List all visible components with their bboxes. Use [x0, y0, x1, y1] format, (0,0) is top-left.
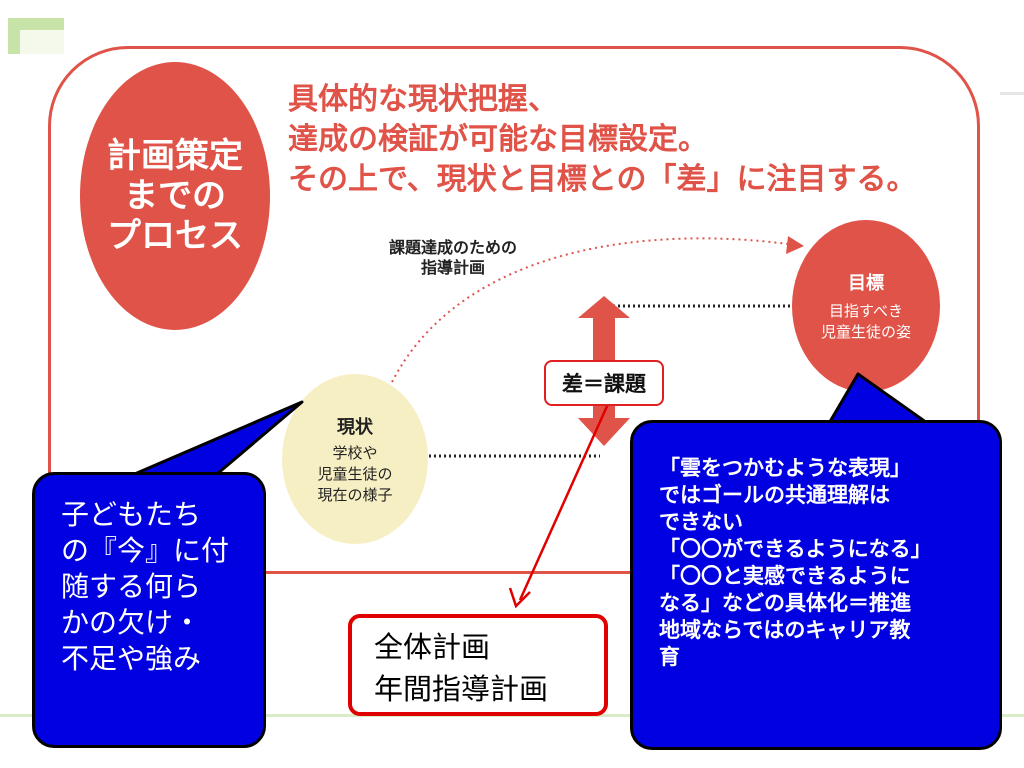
- right-callout-tail: [826, 372, 932, 427]
- plan-label-line-2: 指導計画: [420, 258, 485, 277]
- gap-label-box: 差＝課題: [544, 360, 664, 406]
- right-callout-line-4: 「〇〇ができるようになる」: [659, 537, 932, 561]
- current-title: 現状: [337, 416, 373, 438]
- gap-label: 差＝課題: [562, 372, 646, 396]
- right-callout: 「雲をつかむような表現」 ではゴールの共通理解は できない 「〇〇ができるように…: [630, 420, 1002, 750]
- headline-line-3: その上で、現状と目標との「差」に注目する。: [288, 162, 917, 197]
- goal-desc-line-2: 児童生徒の姿: [820, 323, 911, 341]
- left-callout: 子どもたち の『今』に付 随する何ら かの欠け・ 不足や強み: [32, 472, 266, 748]
- plan-label-line-1: 課題達成のための: [388, 238, 517, 257]
- overall-plan-line-2: 年間指導計画: [374, 672, 549, 706]
- right-callout-line-8: 育: [659, 645, 680, 669]
- current-state-circle: 現状 学校や 児童生徒の 現在の様子: [282, 374, 428, 544]
- goal-description: 目指すべき 児童生徒の姿: [821, 301, 911, 343]
- gap-pointer-arrowhead: [508, 587, 531, 609]
- left-callout-line-4: かの欠け・: [61, 606, 202, 639]
- current-desc-line-3: 現在の様子: [317, 485, 393, 504]
- left-callout-tail: [128, 400, 304, 482]
- process-title-line-3: プロセス: [107, 216, 243, 256]
- right-callout-line-7: 地域ならではのキャリア教: [659, 618, 911, 642]
- process-title-circle: 計画策定 までの プロセス: [80, 62, 270, 330]
- overall-plan-box: 全体計画 年間指導計画: [348, 614, 608, 716]
- overall-plan-line-1: 全体計画: [374, 630, 491, 664]
- left-callout-line-5: 不足や強み: [61, 642, 202, 675]
- goal-circle: 目標 目指すべき 児童生徒の姿: [792, 220, 940, 392]
- current-desc-line-2: 児童生徒の: [317, 464, 393, 483]
- goal-title: 目標: [848, 273, 884, 294]
- process-title-line-1: 計画策定: [107, 136, 243, 176]
- headline-line-1: 具体的な現状把握、: [288, 82, 558, 117]
- process-title-line-2: までの: [124, 176, 226, 216]
- current-description: 学校や 児童生徒の 現在の様子: [317, 443, 392, 506]
- gap-pointer-line: [518, 403, 610, 601]
- right-callout-line-1: 「雲をつかむような表現」: [659, 456, 911, 480]
- right-callout-line-6: なる」などの具体化＝推進: [659, 591, 911, 615]
- plan-path-arrowhead: [786, 236, 804, 254]
- corner-decoration: [8, 18, 64, 54]
- headline: 具体的な現状把握、 達成の検証が可能な目標設定。 その上で、現状と目標との「差」…: [288, 80, 917, 200]
- left-callout-line-1: 子どもたち: [61, 498, 202, 531]
- current-desc-line-1: 学校や: [332, 443, 378, 462]
- goal-desc-line-1: 目指すべき: [829, 302, 903, 320]
- plan-label: 課題達成のための 指導計画: [368, 238, 538, 278]
- right-callout-line-2: ではゴールの共通理解は: [659, 483, 890, 507]
- right-decoration-line: [1000, 92, 1024, 95]
- left-callout-line-3: 随する何ら: [61, 570, 202, 603]
- right-callout-line-5: 「〇〇と実感できるように: [659, 564, 911, 588]
- left-callout-line-2: の『今』に付: [61, 534, 230, 567]
- headline-line-2: 達成の検証が可能な目標設定。: [288, 122, 708, 157]
- right-callout-line-3: できない: [659, 510, 743, 534]
